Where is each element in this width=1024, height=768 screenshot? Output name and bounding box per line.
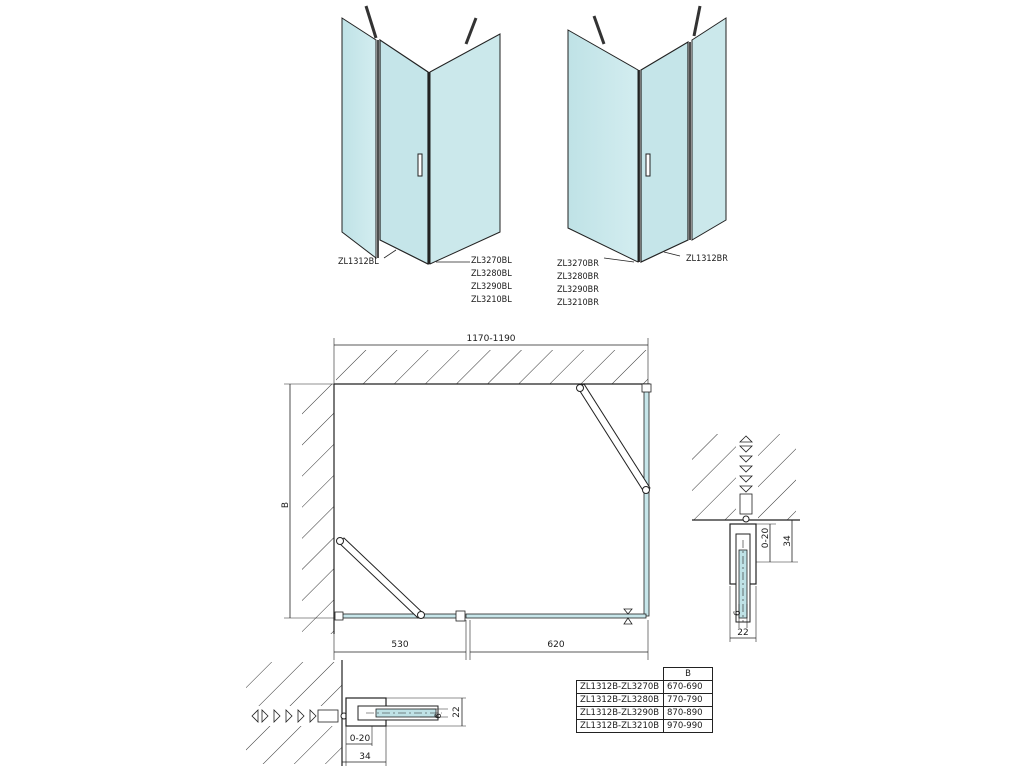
- dim-width: 1170-1190: [466, 334, 515, 344]
- spec-model: ZL1312B-ZL3210B: [576, 719, 664, 733]
- dim-depth: B: [281, 502, 291, 508]
- spec-range: 870-890: [663, 706, 713, 720]
- spec-range: 970-990: [663, 719, 713, 733]
- detail-bottom-adjust: 0-20: [350, 734, 371, 744]
- detail-right-width: 22: [737, 628, 748, 638]
- label-door-left-2: ZL3280BL: [471, 269, 512, 279]
- label-door-right-2: ZL3280BR: [557, 272, 599, 282]
- spec-model: ZL1312B-ZL3270B: [576, 680, 664, 694]
- spec-row: ZL1312B-ZL3270B 670-690: [576, 680, 713, 694]
- spec-row: ZL1312B-ZL3210B 970-990: [576, 719, 713, 733]
- label-door-left-4: ZL3210BL: [471, 295, 512, 305]
- detail-bottom-depth: 34: [359, 752, 371, 762]
- enclosure-right-view: ZL3270BR ZL3280BR ZL3290BR ZL3210BR ZL13…: [557, 5, 728, 308]
- detail-bottom-height: 22: [452, 706, 462, 717]
- plan-view: 1170-1190 B 530 620: [281, 334, 652, 660]
- detail-right-glass: 6: [733, 610, 743, 616]
- spec-row: ZL1312B-ZL3290B 870-890: [576, 706, 713, 720]
- detail-right-adjust: 0-20: [761, 528, 771, 549]
- detail-wall-profile-bottom: 6 22 0-20 34: [246, 660, 466, 766]
- label-door-right-3: ZL3290BR: [557, 285, 599, 295]
- spec-range: 670-690: [663, 680, 713, 694]
- dim-right-segment: 620: [547, 640, 564, 650]
- label-bottom-profile-right: ZL1312BR: [686, 254, 728, 264]
- spec-model: ZL1312B-ZL3290B: [576, 706, 664, 720]
- spec-header-b: B: [663, 667, 713, 681]
- label-door-left-1: ZL3270BL: [471, 256, 512, 266]
- enclosure-left-view: ZL1312BL ZL3270BL ZL3280BL ZL3290BL ZL32…: [338, 5, 512, 305]
- spec-range: 770-790: [663, 693, 713, 707]
- label-door-right-4: ZL3210BR: [557, 298, 599, 308]
- detail-bottom-glass: 6: [434, 713, 444, 719]
- label-bottom-profile-left: ZL1312BL: [338, 257, 379, 267]
- detail-right-depth: 34: [783, 535, 793, 547]
- spec-model: ZL1312B-ZL3280B: [576, 693, 664, 707]
- spec-table-header: B: [576, 667, 713, 681]
- detail-wall-profile-right: 0-20 34 6 22: [692, 434, 800, 642]
- label-door-right-1: ZL3270BR: [557, 259, 599, 269]
- spec-table: B ZL1312B-ZL3270B 670-690 ZL1312B-ZL3280…: [576, 667, 713, 733]
- dim-left-segment: 530: [391, 640, 408, 650]
- label-door-left-3: ZL3290BL: [471, 282, 512, 292]
- spec-row: ZL1312B-ZL3280B 770-790: [576, 693, 713, 707]
